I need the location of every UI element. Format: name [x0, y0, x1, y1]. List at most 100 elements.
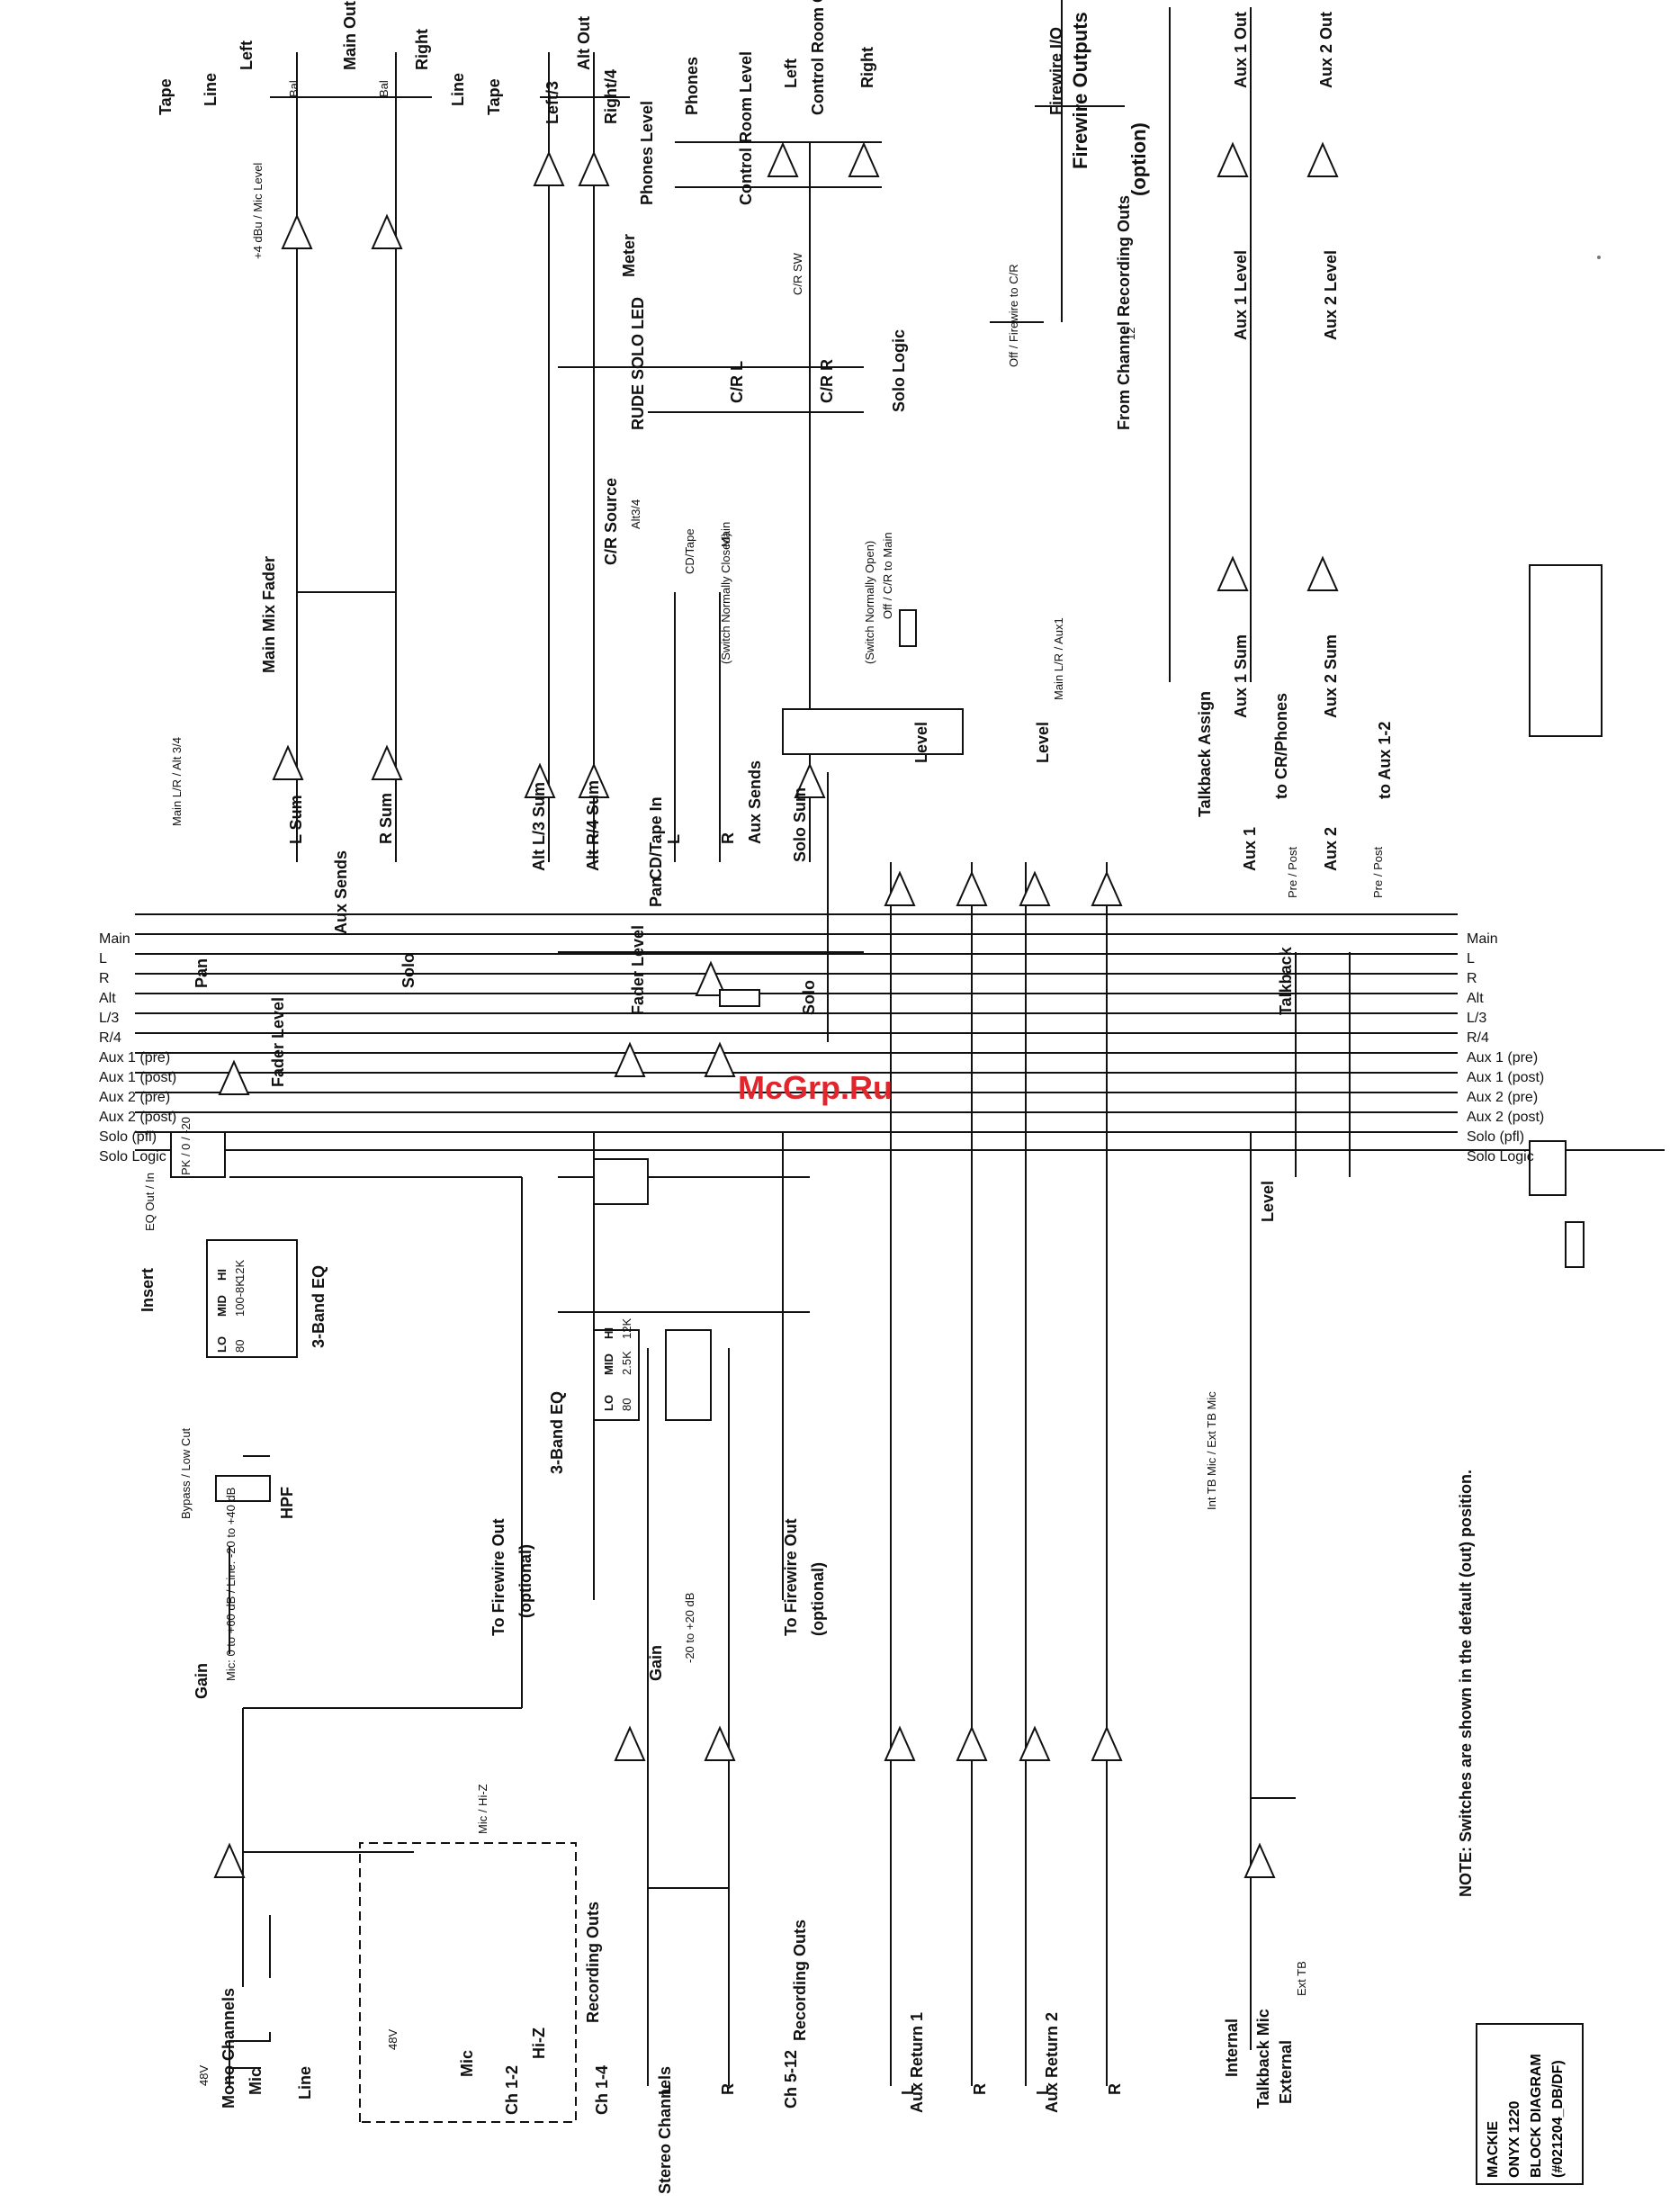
bus-label-right: Solo (pfl) [1467, 1129, 1525, 1145]
cr-l-out-amp [767, 141, 799, 177]
aux1-out-label: Aux 1 Out [1232, 11, 1250, 88]
tb-amp [1244, 1842, 1276, 1878]
title-line: BLOCK DIAGRAM [1529, 2054, 1544, 2178]
cd-tape-in-label: CD/Tape In [647, 796, 665, 880]
external-label: External [1277, 2039, 1295, 2104]
rude-solo-led-label: RUDE SOLO LED [629, 296, 647, 430]
aux1-label: Aux 1 [1241, 826, 1259, 871]
option-label: (option) [1127, 122, 1150, 196]
aux2-sum-label: Aux 2 Sum [1322, 634, 1340, 718]
stereo-fader-amp-r [704, 1041, 736, 1077]
alt-l3-amp [524, 762, 556, 798]
cr-right-label: Right [858, 47, 876, 88]
to-firewire-out-a-label: To Firewire Out [489, 1518, 507, 1636]
mono-eq-label: 3-Band EQ [310, 1264, 328, 1348]
cd-l-label: L [665, 834, 683, 844]
hpf-box [215, 1475, 271, 1502]
bus-label-left: Aux 2 (pre) [99, 1090, 171, 1105]
mic-input-label: Mic [247, 2067, 265, 2095]
tape-out-l-label: Tape [157, 78, 175, 115]
level-ar2-label: Level [1034, 721, 1052, 763]
ar1-r-level-amp [956, 870, 988, 906]
eq-band-label: HI [215, 1269, 229, 1281]
ar1-l-amp [884, 1725, 916, 1761]
control-room-level-label: Control Room Level [737, 50, 755, 205]
speck [1597, 256, 1601, 259]
cd-r-label: R [719, 832, 737, 844]
eq-band-label: HI [602, 1327, 615, 1339]
bus-label-right: L [1467, 951, 1475, 967]
eq-band-label: MID [215, 1295, 229, 1317]
line-out-r-label: Line [449, 72, 467, 106]
bus-label-right: Aux 2 (pre) [1467, 1090, 1539, 1105]
bus-label-right: Aux 1 (pre) [1467, 1050, 1539, 1066]
main-l-out-amp [281, 213, 313, 249]
aux-return2-l-label: L [1034, 2085, 1052, 2095]
recording-outs-a-label: Recording Outs [584, 1901, 602, 2023]
main-out-label: Main Out [341, 1, 359, 70]
stereo-r-label: R [719, 2083, 737, 2095]
aux1-level-label: Aux 1 Level [1232, 249, 1250, 340]
insert-label: Insert [139, 1267, 157, 1312]
mono-gain-label: Gain [193, 1662, 211, 1699]
internal-label: Internal [1223, 2018, 1241, 2077]
cr-source-label: C/R Source [602, 477, 620, 565]
stereo-gain-range: -20 to +20 dB [683, 1592, 696, 1663]
bus-label-left: R [99, 971, 110, 986]
off-firewire-cr-label: Off / Firewire to C/R [1007, 264, 1020, 367]
note-label: NOTE: Switches are shown in the default … [1457, 1469, 1475, 1897]
stereo-meter-box [593, 1158, 649, 1205]
ar2-l-level-amp [1019, 870, 1051, 906]
solo-stereo-label: Solo [800, 980, 818, 1015]
cr-left-label: Left [782, 58, 800, 88]
main-mix-fader-label: Main Mix Fader [260, 555, 278, 673]
ar1-r-amp [956, 1725, 988, 1761]
main-right-label: Right [413, 29, 431, 70]
right4-label: Right/4 [602, 69, 620, 124]
cr-r-label: C/R R [818, 359, 836, 403]
aux2-out-label: Aux 2 Out [1317, 11, 1335, 88]
bal-r-label: Bal [377, 80, 391, 97]
left3-label: Left/3 [543, 80, 561, 124]
hpf-label: HPF [278, 1487, 296, 1519]
bus-label-right: R [1467, 971, 1477, 986]
main-r-out-amp [371, 213, 403, 249]
bus-label-left: Alt [99, 991, 116, 1006]
mono-meter-box [170, 1131, 226, 1178]
talkback-assign-label: Talkback Assign [1196, 690, 1214, 817]
meter-box [782, 708, 964, 755]
alt-l-out-amp [533, 150, 565, 186]
stereo-gain-amp-r [704, 1725, 736, 1761]
bus-label-left: Solo Logic [99, 1149, 166, 1164]
ch14-recout-connector [1529, 1140, 1567, 1196]
ch512-recout-connector [1565, 1221, 1585, 1268]
bypass-lowcut-label: Bypass / Low Cut [179, 1427, 193, 1519]
solo-logic-box [899, 609, 917, 647]
eq-band-label: MID [602, 1353, 615, 1375]
eq-out-in-label: EQ Out / In [143, 1172, 157, 1231]
bus-label-left: Aux 1 (pre) [99, 1050, 171, 1066]
fader-level-label: Fader Level [269, 996, 287, 1087]
pre-post-2-label: Pre / Post [1371, 846, 1385, 898]
firewire-outputs-box [1529, 564, 1603, 737]
cr-sw-label: C/R SW [791, 253, 804, 295]
main-lr-alt-label: Main L/R / Alt 3/4 [170, 737, 184, 826]
stereo-fader-amp-l [614, 1041, 646, 1077]
aux1-out-amp [1217, 141, 1249, 177]
switch-normally-closed-label: (Switch Normally Closed) [719, 533, 732, 664]
phones-level-label: Phones Level [638, 100, 656, 205]
title-line: (#021204_DB/DF) [1550, 2060, 1566, 2178]
ch12-label: Ch 1-2 [503, 2064, 521, 2115]
recording-outs-b-label: Recording Outs [791, 1919, 809, 2041]
phones-label: Phones [683, 56, 701, 115]
switch-normally-open-label: (Switch Normally Open) [863, 540, 876, 664]
r-sum-label: R Sum [377, 792, 395, 844]
solo-label: Solo [400, 953, 418, 988]
line-input-label: Line [296, 2065, 314, 2100]
ch12-phantom-label: 48V [386, 2028, 400, 2050]
ar2-r-amp [1091, 1725, 1123, 1761]
